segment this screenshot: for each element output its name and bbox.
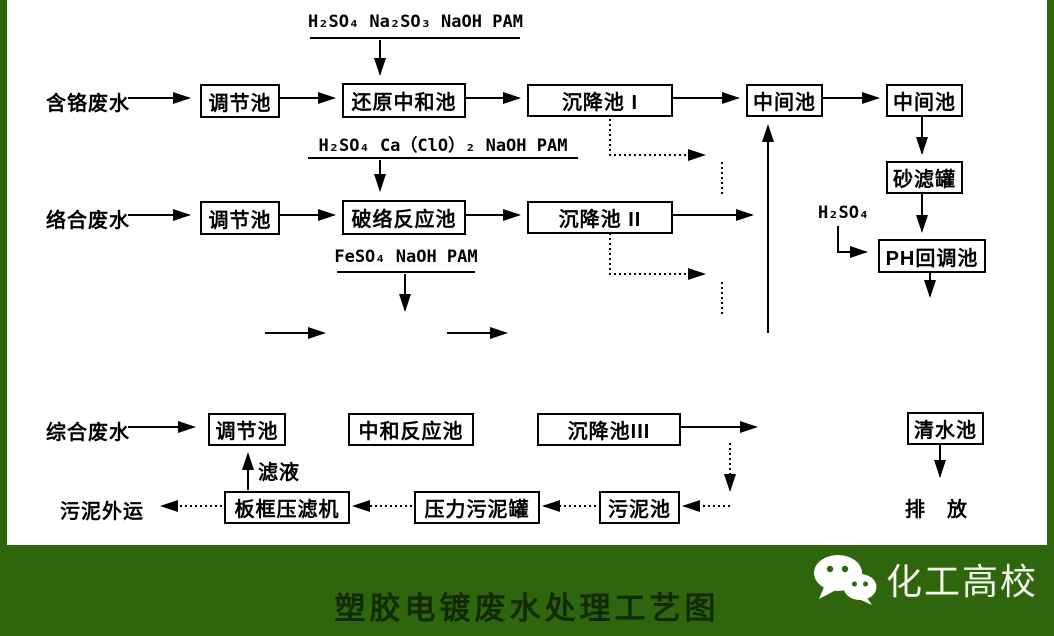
box-regulating-pool-2: 调节池 (200, 201, 280, 235)
label-sludge-out: 污泥外运 (60, 501, 144, 523)
box-sedimentation-2: 沉降池 II (527, 201, 673, 234)
reagent-label-2: H₂SO₄ Ca（ClO）₂ NaOH PAM (318, 136, 568, 156)
box-intermediate-2: 中间池 (886, 84, 963, 117)
label-discharge: 排 放 (905, 499, 968, 521)
reagent-label-acid: H₂SO₄ (818, 203, 870, 223)
wechat-icon (814, 555, 877, 605)
box-sand-filter: 砂滤罐 (886, 161, 963, 194)
sed1-sludge-dotted (609, 114, 706, 161)
label-filtrate: 滤液 (258, 462, 300, 484)
box-plate-frame-filter-press: 板框压滤机 (224, 491, 350, 524)
stream-label-chromium: 含铬废水 (46, 93, 130, 115)
brand-block: 化工高校 (812, 553, 1038, 605)
reagent-label-1: H₂SO₄ Na₂SO₃ NaOH PAM (308, 12, 523, 32)
stream-label-complex: 络合废水 (46, 210, 130, 232)
right-border-strip (1047, 0, 1054, 636)
box-intermediate-1: 中间池 (746, 84, 823, 117)
footer-bar: 化工高校 塑胶电镀废水处理工艺图 (0, 545, 1054, 636)
dotted-sludge-lines (160, 114, 736, 512)
box-complex-breaking: 破络反应池 (342, 200, 466, 235)
box-sedimentation-3: 沉降池III (537, 413, 681, 446)
left-border-strip (0, 0, 7, 636)
box-regulating-pool-1: 调节池 (200, 84, 280, 118)
box-ph-readjust: PH回调池 (878, 239, 986, 273)
reagent-label-3: FeSO₄ NaOH PAM (334, 247, 478, 267)
box-sludge-pool: 污泥池 (599, 491, 680, 524)
box-reduction-neutralization: 还原中和池 (342, 83, 466, 118)
sed2-sludge-dotted (609, 233, 706, 280)
box-regulating-pool-3: 调节池 (208, 413, 286, 446)
box-clear-water: 清水池 (907, 412, 984, 445)
box-pressure-sludge-tank: 压力污泥罐 (414, 491, 540, 524)
diagram-title: 塑胶电镀废水处理工艺图 (334, 591, 720, 626)
box-neutralization-reaction: 中和反应池 (348, 413, 474, 446)
box-sedimentation-1: 沉降池 I (527, 84, 673, 117)
stream-label-comprehensive: 综合废水 (46, 422, 130, 444)
brand-name: 化工高校 (886, 561, 1039, 602)
arrow-acid-to-ph (837, 226, 868, 258)
solid-flow-lines (128, 37, 946, 490)
